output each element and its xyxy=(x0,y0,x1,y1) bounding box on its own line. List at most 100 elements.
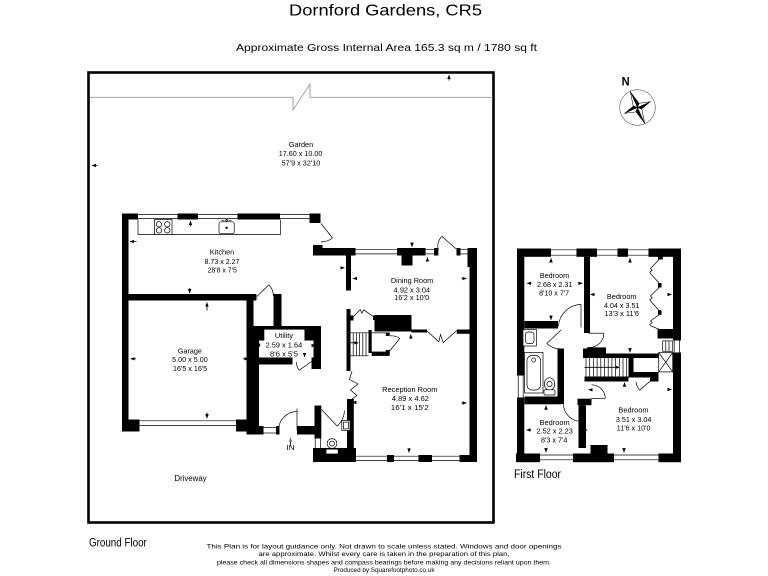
wall-segment xyxy=(456,248,461,256)
garden-door xyxy=(437,236,457,251)
fixture-shape xyxy=(543,389,556,396)
bedroom4-cupboard-door xyxy=(635,377,655,391)
garden-fence-line xyxy=(89,82,493,112)
svg-text:8.73 x 2.27: 8.73 x 2.27 xyxy=(205,257,240,266)
first-floor-label: First Floor xyxy=(514,469,561,481)
svg-text:4.89 x 4.62: 4.89 x 4.62 xyxy=(392,394,429,403)
plan-path xyxy=(437,236,442,251)
wall-segment xyxy=(628,372,659,378)
wall-segment xyxy=(517,397,525,462)
wall-segment xyxy=(650,376,659,382)
bathroom-toilet-icon xyxy=(543,377,556,396)
wall-segment xyxy=(617,248,628,257)
wall-segment xyxy=(590,445,608,454)
svg-text:are approximate. Whilst every: are approximate. Whilst every care is ta… xyxy=(259,551,510,558)
plan-path xyxy=(588,333,605,348)
plan-path xyxy=(546,343,561,350)
svg-text:Bedroom: Bedroom xyxy=(607,292,637,301)
wall-segment xyxy=(658,283,662,288)
wall-segment xyxy=(122,213,138,220)
plan-path xyxy=(137,219,281,235)
compass: N xyxy=(619,75,656,126)
plan-line xyxy=(321,409,338,427)
compass-star-icon xyxy=(624,91,651,124)
svg-text:3.51 x 3.04: 3.51 x 3.04 xyxy=(616,415,652,424)
svg-text:57'9 x 32'10: 57'9 x 32'10 xyxy=(282,158,321,167)
fixture-shape xyxy=(164,221,171,228)
fixture-shape xyxy=(343,421,349,430)
wall-segment xyxy=(311,357,321,369)
svg-text:2.52 x 2.23: 2.52 x 2.23 xyxy=(536,427,573,436)
svg-text:4.04 x 3.51: 4.04 x 3.51 xyxy=(604,301,640,310)
bathtub-icon xyxy=(524,352,544,394)
plan-line xyxy=(639,377,655,391)
wall-segment xyxy=(577,398,592,406)
wall-segment xyxy=(401,255,413,266)
plan-path xyxy=(278,411,298,431)
wall-segment xyxy=(524,396,561,405)
compass-north-label: N xyxy=(622,75,630,89)
wall-segment xyxy=(583,353,659,358)
wall-segment xyxy=(658,310,662,315)
plan-line xyxy=(298,361,312,371)
wc-door xyxy=(321,409,345,427)
wall-segment xyxy=(658,256,663,260)
first-floor-plan: Bedroom 2.68 x 2.31 8'10 x 7'7 Bedroom 4… xyxy=(516,248,681,463)
svg-text:Bedroom: Bedroom xyxy=(618,406,648,415)
wall-segment xyxy=(418,455,432,462)
svg-text:This Plan is for layout guidan: This Plan is for layout guidance only. N… xyxy=(207,543,562,550)
front-sidelight-window xyxy=(263,427,276,434)
ff-top-windows xyxy=(551,249,649,256)
stairs-first xyxy=(584,358,628,377)
svg-text:5.00 x 5.00: 5.00 x 5.00 xyxy=(172,355,208,364)
plan-line xyxy=(320,223,333,239)
plan-line xyxy=(546,329,562,344)
svg-text:16'5 x 16'5: 16'5 x 16'5 xyxy=(173,364,207,373)
utility-door xyxy=(295,361,312,371)
svg-text:17.60 x 10.00: 17.60 x 10.00 xyxy=(279,149,323,158)
svg-text:16'1 x 15'2: 16'1 x 15'2 xyxy=(391,403,429,412)
svg-text:8'10 x 7'7: 8'10 x 7'7 xyxy=(539,288,569,297)
wall-segment xyxy=(313,326,321,369)
plan-line xyxy=(658,352,673,373)
svg-text:Garden: Garden xyxy=(289,140,313,149)
svg-text:Garage: Garage xyxy=(178,346,202,355)
wall-segment xyxy=(346,255,351,291)
site-boundary xyxy=(87,71,495,524)
svg-text:2.59 x 1.64: 2.59 x 1.64 xyxy=(266,341,303,350)
svg-text:Bedroom: Bedroom xyxy=(540,271,569,280)
wall-segment xyxy=(584,256,590,333)
stairs-ground xyxy=(348,332,372,357)
kitchen-dining-door xyxy=(320,223,333,243)
svg-text:Bedroom: Bedroom xyxy=(540,418,570,427)
bedroom4-door xyxy=(591,384,606,399)
fixture-shape xyxy=(325,448,339,455)
svg-text:13'3 x 11'6: 13'3 x 11'6 xyxy=(604,309,639,318)
fixture-shape xyxy=(155,227,163,234)
front-door xyxy=(278,408,298,431)
plan-path xyxy=(268,284,274,297)
airing-cupboard xyxy=(658,340,674,373)
reception-windows xyxy=(356,455,460,461)
kitchen-window xyxy=(138,214,310,219)
driveway-label: Driveway xyxy=(174,474,206,483)
wall-segment xyxy=(584,376,629,382)
bedroom1-label: Bedroom 2.68 x 2.31 8'10 x 7'7 xyxy=(537,271,572,298)
page-subtitle: Approximate Gross Internal Area 165.3 sq… xyxy=(236,42,537,54)
plan-line xyxy=(256,284,270,297)
fixture-shape xyxy=(164,227,171,234)
pantry-door xyxy=(256,284,274,297)
svg-text:Kitchen: Kitchen xyxy=(210,248,235,257)
wall-segment xyxy=(673,248,681,341)
svg-text:16'2 x 10'0: 16'2 x 10'0 xyxy=(394,293,429,302)
ff-bottom-windows xyxy=(540,454,659,461)
reception-room-label: Reception Room 4.89 x 4.62 16'1 x 15'2 xyxy=(382,385,437,412)
wc-toilet-icon xyxy=(325,438,339,455)
opening-break-hall xyxy=(349,370,359,400)
wall-segment xyxy=(657,329,673,339)
wall-segment xyxy=(309,213,321,223)
plan-line xyxy=(441,236,457,250)
wall-segment xyxy=(350,315,354,321)
bedroom1-door xyxy=(558,304,582,328)
